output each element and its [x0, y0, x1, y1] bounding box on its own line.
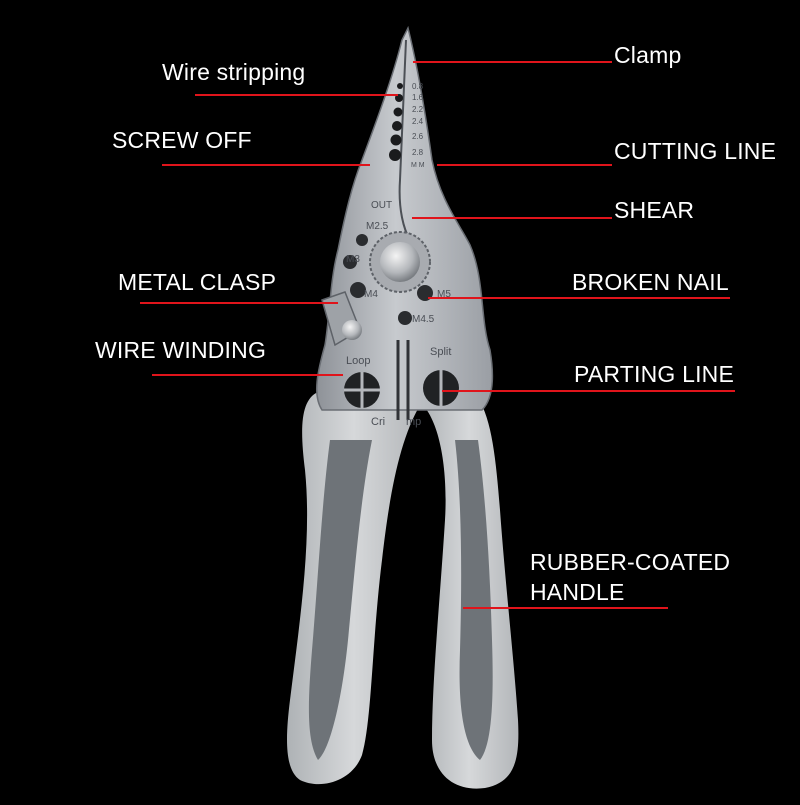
gauge-label-4: 2.6 [412, 132, 424, 141]
clamp-label: Clamp [614, 42, 682, 68]
parting-line-label: PARTING LINE [574, 361, 735, 387]
wire-stripping-label: Wire stripping [162, 59, 306, 85]
right-handle [420, 398, 519, 789]
gauge-label-5: 2.8 [412, 148, 424, 157]
gauge-label-1: 1.6 [412, 93, 424, 102]
m4-mark: M4 [364, 289, 378, 300]
cutting-line-label: CUTTING LINE [614, 138, 777, 164]
engraved-gauge-labels: 0.8 1.6 2.2 2.4 2.6 2.8 M M [411, 82, 425, 169]
m25-mark: M2.5 [366, 221, 389, 232]
gauge-label-2: 2.2 [412, 105, 424, 114]
left-handle [287, 392, 420, 785]
leader-lines [140, 61, 735, 609]
gauge-label-3: 2.4 [412, 117, 424, 126]
wire-winding-label: WIRE WINDING [95, 337, 267, 363]
screw-off-label: SCREW OFF [112, 127, 252, 153]
crimp-mark-right: mp [406, 416, 421, 428]
pivot-rivet [380, 242, 420, 282]
m3-mark: M3 [346, 254, 360, 265]
loop-mark: Loop [346, 355, 370, 367]
rubber-handle-label-line1: RUBBER-COATED [530, 549, 731, 575]
metal-clasp-label: METAL CLASP [118, 269, 277, 295]
m45-mark: M4.5 [412, 314, 435, 325]
shear-label: SHEAR [614, 197, 695, 223]
split-mark: Split [430, 346, 451, 358]
broken-nail-label: BROKEN NAIL [572, 269, 729, 295]
crimp-mark-left: Cri [371, 416, 385, 428]
gauge-unit: M M [411, 162, 425, 169]
engraved-tool-labels: OUT M2.5 M3 M4 M5 M4.5 Loop Split Cri mp [346, 200, 451, 428]
m5-mark: M5 [437, 289, 451, 300]
out-mark: OUT [371, 200, 392, 211]
rubber-handle-label-line2: HANDLE [530, 579, 625, 605]
pliers-head [316, 25, 494, 420]
gauge-label-0: 0.8 [412, 82, 424, 91]
